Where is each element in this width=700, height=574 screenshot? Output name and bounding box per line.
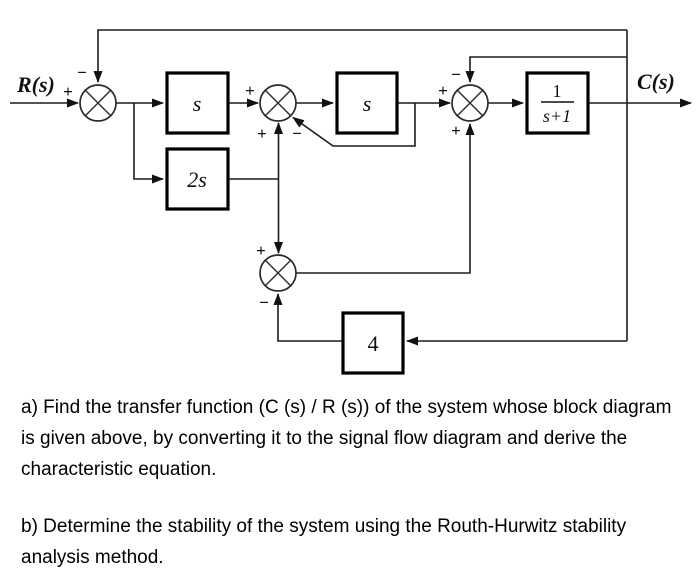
sum3-x-icon (456, 89, 484, 117)
sum1-input-sign: + (63, 82, 73, 101)
block-tf-rect (525, 71, 590, 135)
wires (10, 29, 692, 346)
sum2-from-s2-sign: − (292, 124, 302, 143)
block-gain4-label: 4 (368, 331, 379, 356)
input-signal-label: R(s) (16, 72, 55, 97)
block-tf-denominator: s+1 (543, 106, 571, 126)
block-gain4-rect (341, 311, 405, 375)
sum3-input-sign: + (438, 81, 448, 100)
sum3-from-sum4-sign: + (451, 121, 461, 140)
question-b: b) Determine the stability of the system… (21, 516, 627, 568)
question-a: a) Find the transfer function (C (s) / R… (21, 397, 672, 480)
block-2s-rect (165, 147, 230, 211)
block-diagram: + − + + − + − + + − s (10, 29, 692, 375)
block-s1-label: s (193, 91, 202, 116)
block-transfer-function: 1 s+1 (525, 71, 590, 135)
sum4-x-icon (264, 259, 292, 287)
sum4-from-gain-sign: − (259, 293, 269, 312)
block-2s: 2s (165, 147, 230, 211)
wire-feedback-to-sum3 (465, 56, 627, 83)
wire-branch-to-2s (133, 103, 164, 184)
summing-junction-4: + − (256, 241, 297, 312)
sum2-input-sign: + (245, 81, 255, 100)
block-s2: s (335, 71, 399, 135)
summing-junction-3: + − + (438, 65, 489, 140)
sum1-x-icon (84, 89, 112, 117)
wire-s2-feedback-to-sum2 (292, 103, 416, 147)
summing-junction-2: + + − (245, 81, 302, 143)
wire-gain4-to-sum4 (273, 293, 343, 342)
block-gain-4: 4 (341, 311, 405, 375)
block-s1-rect (165, 71, 230, 135)
sum1-feedback-sign: − (77, 63, 87, 82)
block-2s-label: 2s (187, 167, 207, 192)
sum4-from-2s-sign: + (256, 241, 266, 260)
summing-junction-1: + − (63, 63, 117, 122)
sum2-x-icon (264, 89, 292, 117)
block-s2-label: s (363, 91, 372, 116)
block-tf-numerator: 1 (553, 81, 562, 101)
sum2-from-2s-sign: + (257, 124, 267, 143)
block-s2-rect (335, 71, 399, 135)
block-s1: s (165, 71, 230, 135)
output-signal-label: C(s) (637, 69, 675, 94)
sum3-feedback-sign: − (451, 65, 461, 84)
wire-outer-feedback-to-sum1 (93, 29, 627, 83)
question-text: a) Find the transfer function (C (s) / R… (21, 392, 685, 573)
wire-sum4-to-sum3 (296, 123, 475, 274)
